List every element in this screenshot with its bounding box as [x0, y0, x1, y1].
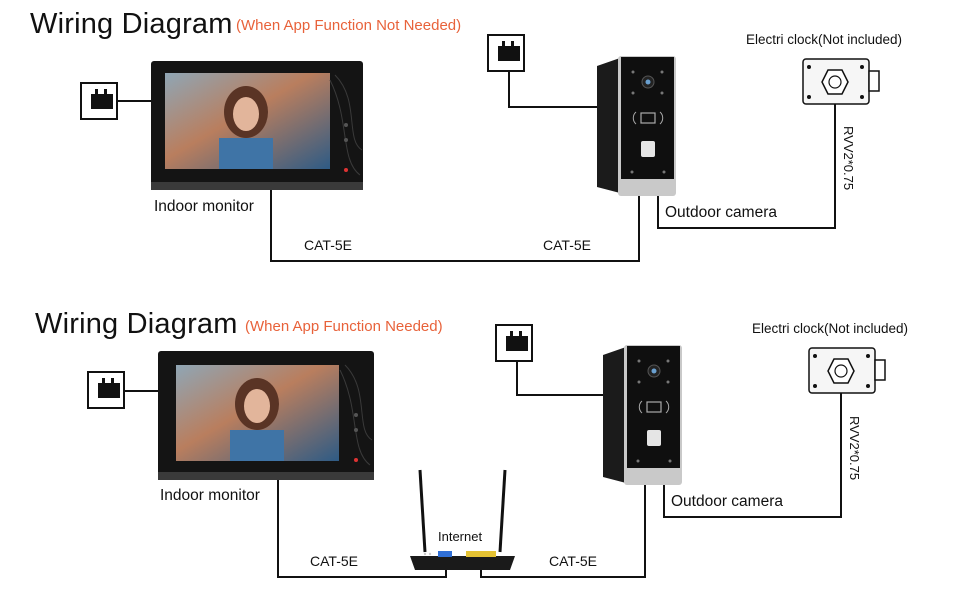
- diagram-subtitle: (When App Function Needed): [245, 318, 443, 335]
- indoor-monitor-label: Indoor monitor: [160, 487, 260, 504]
- cable-label-right: CAT-5E: [543, 237, 591, 253]
- lock-label: Electri clock(Not included): [752, 321, 909, 336]
- cable-label-left: CAT-5E: [304, 237, 352, 253]
- outdoor-camera-label: Outdoor camera: [665, 204, 777, 221]
- lock-cable-label: RVV2*0.75: [847, 416, 862, 481]
- outdoor-camera-label: Outdoor camera: [671, 493, 783, 510]
- diagram-subtitle: (When App Function Not Needed): [236, 17, 462, 34]
- router-label: Internet: [438, 529, 483, 544]
- cable-label-left: CAT-5E: [310, 553, 358, 569]
- lock-label: Electri clock(Not included): [746, 32, 903, 47]
- diagram-title: Wiring Diagram: [30, 8, 233, 40]
- indoor-monitor-label: Indoor monitor: [154, 198, 254, 215]
- diagram-title: Wiring Diagram: [35, 308, 238, 340]
- cable-label-right: CAT-5E: [549, 553, 597, 569]
